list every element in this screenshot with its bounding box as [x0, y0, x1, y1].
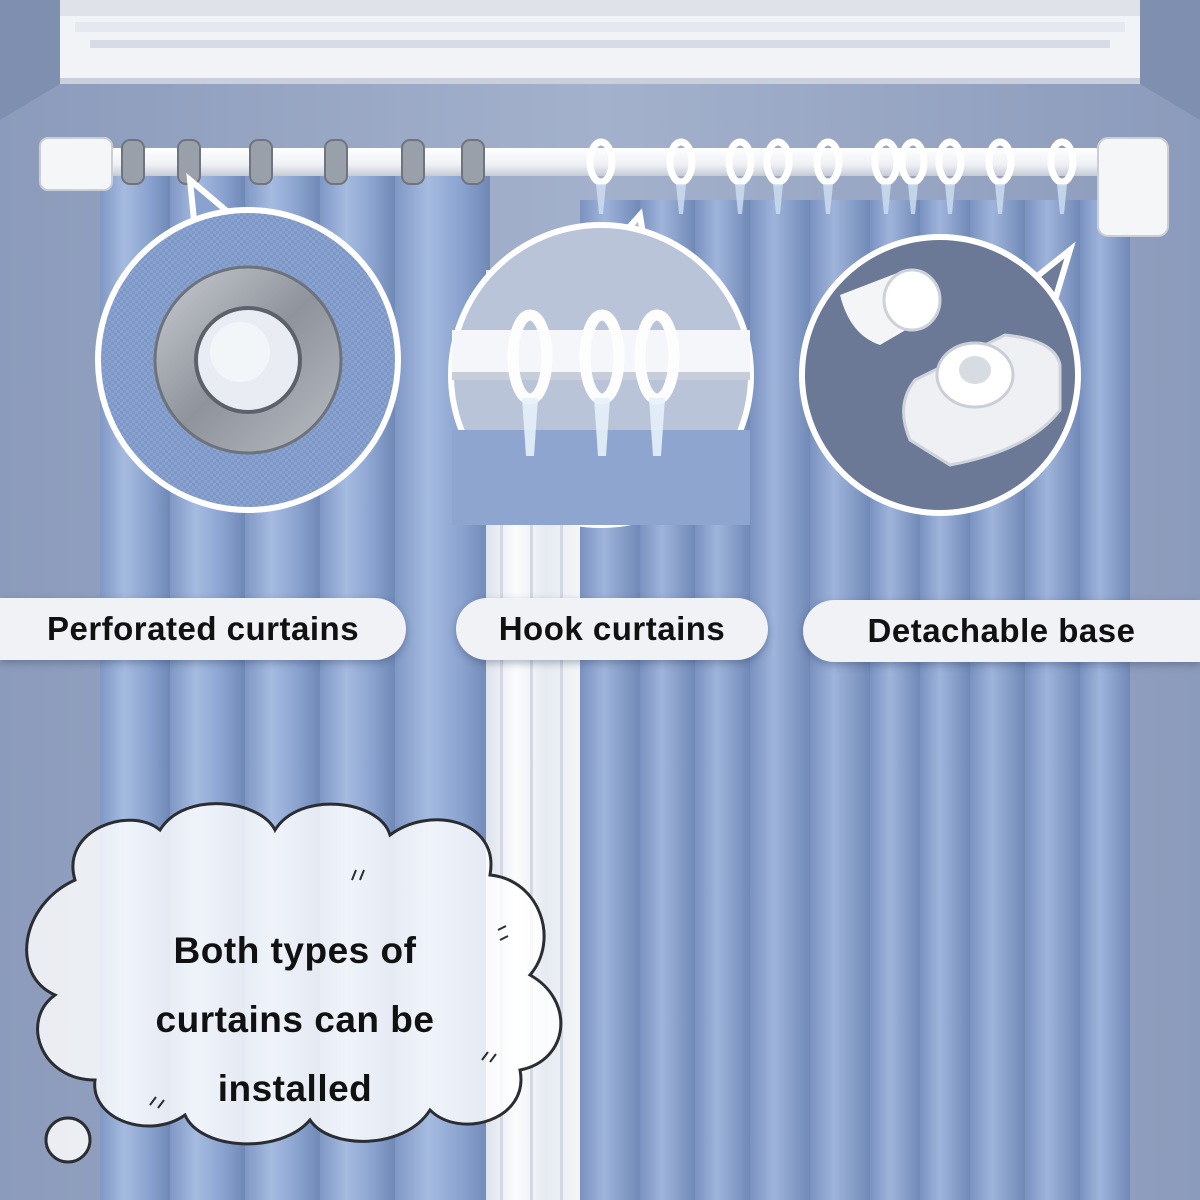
grommet-ring-icon [95, 172, 401, 513]
thought-cloud-icon [25, 802, 563, 1164]
label-hook-curtains: Hook curtains [456, 598, 768, 660]
label-detachable-base: Detachable base [803, 600, 1200, 662]
rod-base-icon [799, 234, 1081, 516]
hook-ring-icon [448, 208, 754, 528]
rod-grommets [121, 139, 485, 185]
cloud-line-3: installed [217, 1068, 373, 1109]
cloud-line-2: curtains can be [155, 999, 435, 1040]
cloud-caption: Both types of curtains can be installed [85, 916, 505, 1123]
cloud-line-1: Both types of [173, 930, 417, 971]
label-perforated-curtains: Perforated curtains [0, 598, 406, 660]
rod-hook-rings [586, 138, 1077, 186]
